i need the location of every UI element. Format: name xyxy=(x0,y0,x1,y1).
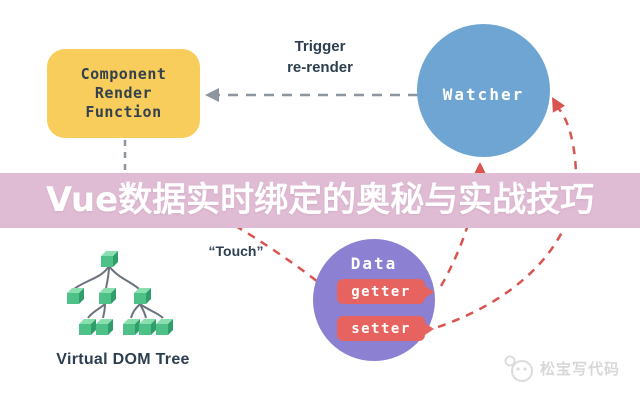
component-box-line3: Function xyxy=(85,103,162,121)
getter-pill: getter xyxy=(337,279,434,304)
vdom-tree-label: Virtual DOM Tree xyxy=(56,351,190,368)
getter-pointer-icon xyxy=(425,285,434,298)
cube-child-3 xyxy=(134,288,151,304)
trigger-label-line2: re-render xyxy=(287,59,353,76)
cube-child-2 xyxy=(99,288,116,304)
cube-leaf-4 xyxy=(139,319,156,335)
setter-pill: setter xyxy=(337,316,434,341)
cube-leaf-5 xyxy=(156,319,173,335)
collect-dependency-arrowhead xyxy=(473,162,487,176)
vdom-tree xyxy=(67,251,173,335)
trigger-rerender-label: Trigger re-render xyxy=(255,36,385,78)
cube-leaf-2 xyxy=(96,319,113,335)
cube-leaf-3 xyxy=(123,319,140,335)
watermark: 松宝写代码 xyxy=(502,352,620,384)
component-box-line2: Render xyxy=(94,84,153,102)
setter-label: setter xyxy=(351,320,411,337)
watcher-label: Watcher xyxy=(442,85,525,104)
trigger-label-line1: Trigger xyxy=(294,38,346,55)
touch-label: “Touch” xyxy=(208,243,264,259)
vdom-tree-connectors xyxy=(73,265,164,319)
component-render-function-node: Component Render Function xyxy=(47,49,200,138)
cube-root xyxy=(101,251,118,267)
data-label: Data xyxy=(350,254,398,273)
notify-arrow-line xyxy=(437,105,578,329)
setter-pointer-icon xyxy=(425,322,434,335)
trigger-rerender-arrowhead xyxy=(205,88,219,102)
watermark-text: 松宝写代码 xyxy=(540,359,621,378)
banner-title: Vue数据实时绑定的奥秘与实战技巧 xyxy=(45,180,595,220)
notify-arrowhead xyxy=(552,97,566,113)
getter-label: getter xyxy=(351,283,411,300)
title-banner xyxy=(0,173,640,228)
cube-leaf-1 xyxy=(79,319,96,335)
watermark-cat-logo xyxy=(504,355,533,382)
component-box-line1: Component xyxy=(80,65,167,83)
watcher-node: Watcher xyxy=(417,24,550,157)
cube-child-1 xyxy=(67,288,84,304)
